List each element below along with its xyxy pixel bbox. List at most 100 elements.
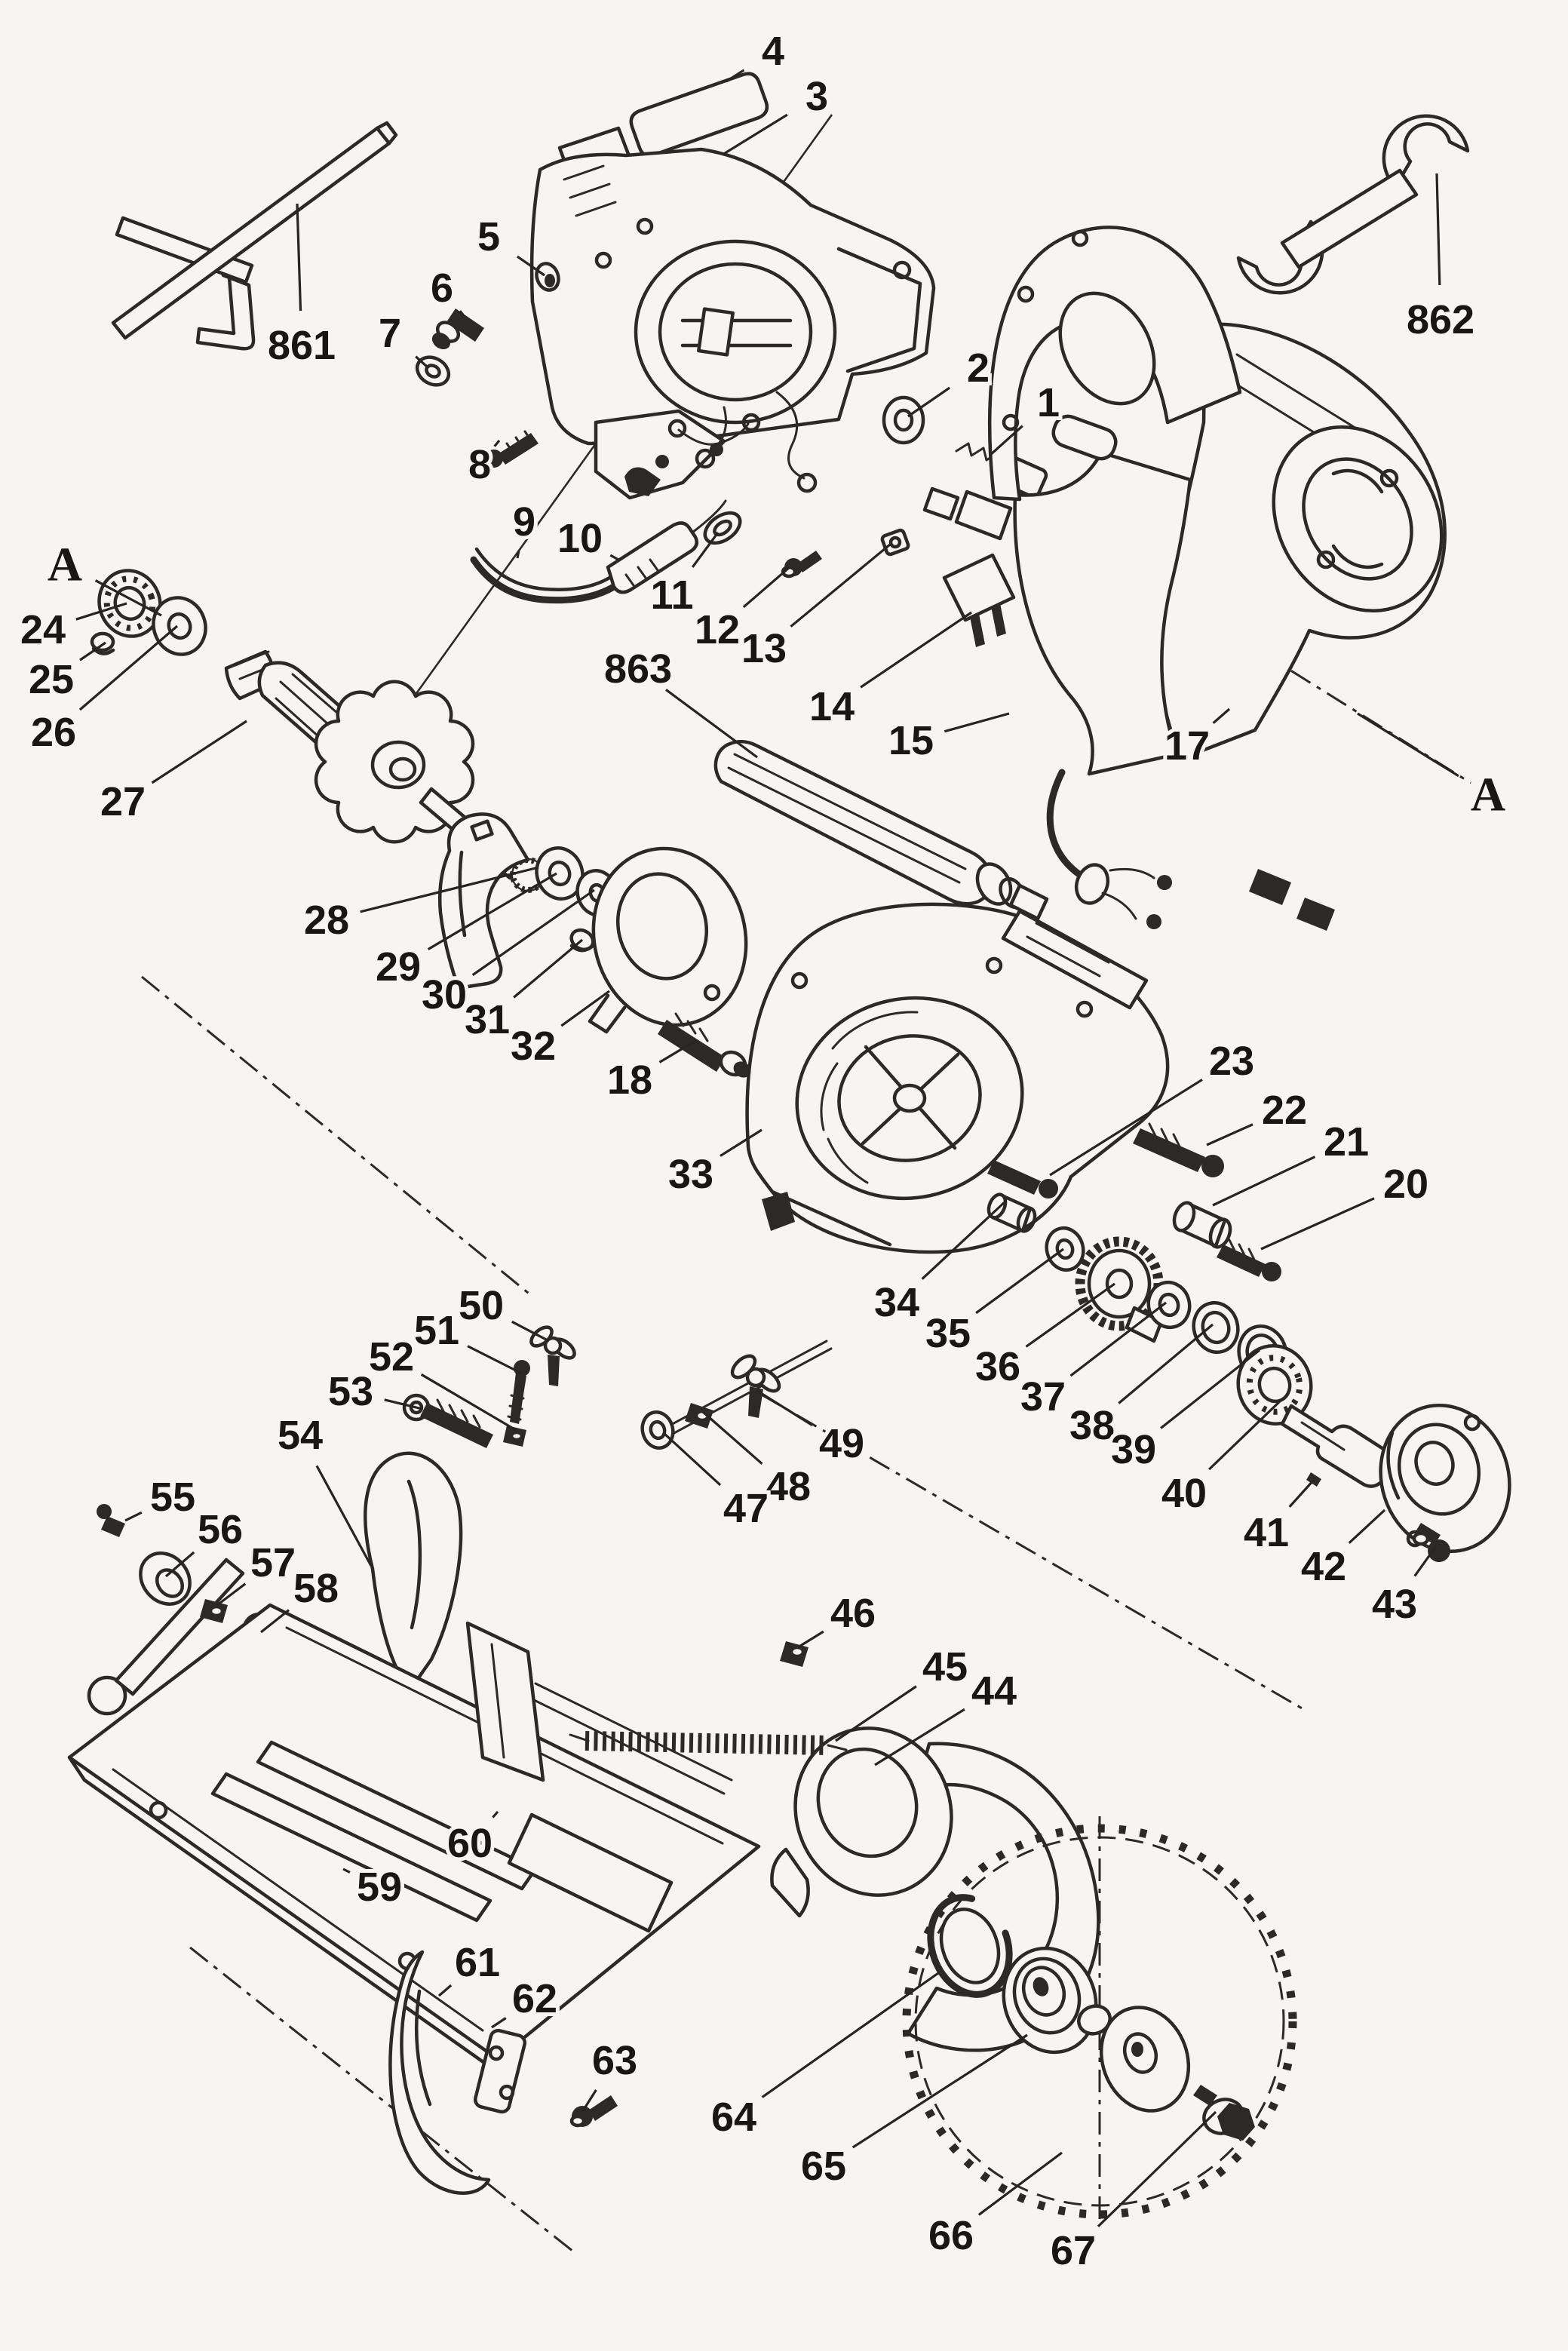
part-label-42: 42 <box>1301 1544 1346 1589</box>
part-label-22: 22 <box>1262 1088 1307 1133</box>
section-marker-A: A <box>1471 768 1505 821</box>
leader-line-4 <box>726 69 745 83</box>
brush-holder-drawing <box>922 442 1048 541</box>
leader-line-32 <box>560 990 610 1027</box>
part-label-17: 17 <box>1164 723 1210 769</box>
part-label-3: 3 <box>805 74 828 119</box>
part-label-6: 6 <box>431 265 453 311</box>
part-label-9: 9 <box>513 499 535 545</box>
part-label-66: 66 <box>928 2213 974 2258</box>
leader-line-863 <box>665 689 758 759</box>
part-label-55: 55 <box>150 1475 195 1520</box>
leader-line-31 <box>513 938 584 999</box>
part-label-11: 11 <box>650 572 693 618</box>
leader-line-28 <box>360 866 539 913</box>
leader-line-53 <box>384 1398 423 1410</box>
leader-line-18 <box>658 1039 696 1063</box>
leader-line-21 <box>1212 1156 1316 1207</box>
leader-line-2 <box>907 386 951 418</box>
leader-line-43 <box>1413 1545 1438 1577</box>
open-end-wrench-drawing <box>1236 114 1470 295</box>
leader-line-22 <box>1206 1123 1253 1146</box>
leader-line-12 <box>742 566 791 609</box>
front-handle-drawing <box>713 740 1049 921</box>
leader-line-67 <box>1097 2110 1217 2228</box>
leader-line-41 <box>1288 1478 1315 1508</box>
part-label-21: 21 <box>1324 1119 1369 1165</box>
leader-line-55 <box>124 1511 143 1522</box>
part-label-47: 47 <box>723 1486 769 1531</box>
leader-line-26 <box>78 625 179 711</box>
cord-assembly-drawing <box>470 413 910 604</box>
leader-line-51 <box>467 1345 521 1374</box>
leader-line-9 <box>516 550 520 559</box>
leader-line-A <box>94 579 162 617</box>
upper-guard-housing-drawing <box>745 902 1170 1254</box>
part-label-57: 57 <box>250 1540 296 1585</box>
leader-line-65 <box>852 2033 1028 2149</box>
part-label-27: 27 <box>100 779 146 824</box>
part-label-23: 23 <box>1209 1039 1254 1084</box>
part-label-49: 49 <box>819 1421 864 1466</box>
leader-line-17 <box>1212 707 1231 724</box>
leader-line-37 <box>1069 1301 1167 1377</box>
motor-housing-drawing <box>529 147 936 500</box>
part-label-15: 15 <box>888 718 934 763</box>
leader-line-27 <box>151 720 247 784</box>
leader-line-66 <box>977 2151 1063 2216</box>
part-label-50: 50 <box>459 1283 504 1328</box>
part-label-67: 67 <box>1051 2228 1096 2273</box>
part-label-13: 13 <box>741 626 787 671</box>
leader-line-A <box>1357 712 1459 778</box>
leader-line-15 <box>944 712 1010 733</box>
part-label-37: 37 <box>1020 1374 1066 1420</box>
part-label-54: 54 <box>278 1413 323 1458</box>
part-label-38: 38 <box>1069 1403 1115 1448</box>
part-label-52: 52 <box>369 1334 414 1380</box>
part-label-14: 14 <box>809 684 855 729</box>
part-label-28: 28 <box>304 898 349 943</box>
hex-wrench-drawing <box>111 121 398 351</box>
part-label-20: 20 <box>1383 1162 1428 1207</box>
leader-line-23 <box>1049 1079 1203 1177</box>
part-label-61: 61 <box>455 1940 500 1985</box>
part-label-1: 1 <box>1037 380 1060 425</box>
part-label-12: 12 <box>695 607 740 652</box>
leader-line-42 <box>1348 1509 1386 1544</box>
part-label-63: 63 <box>592 2038 637 2083</box>
part-label-43: 43 <box>1372 1582 1417 1627</box>
leader-line-56 <box>164 1551 195 1578</box>
leader-line-59 <box>342 1868 351 1874</box>
leader-line-52 <box>420 1373 517 1432</box>
part-label-29: 29 <box>376 944 421 990</box>
pivot-bracket-drawing <box>437 812 530 990</box>
leader-line-45 <box>835 1685 917 1742</box>
part-label-33: 33 <box>668 1152 713 1197</box>
part-label-863: 863 <box>604 646 672 692</box>
part-label-58: 58 <box>293 1566 339 1611</box>
leader-line-44 <box>874 1708 965 1766</box>
leader-line-25 <box>79 641 106 661</box>
leader-line-62 <box>491 2017 507 2029</box>
leader-line-34 <box>921 1199 1008 1280</box>
part-label-51: 51 <box>414 1308 459 1353</box>
part-label-8: 8 <box>468 442 491 487</box>
leader-line-54 <box>315 1465 373 1567</box>
part-label-24: 24 <box>20 607 66 652</box>
part-label-18: 18 <box>607 1057 652 1103</box>
part-label-45: 45 <box>922 1644 968 1690</box>
leader-line-60 <box>492 1810 499 1818</box>
leader-line-49 <box>756 1389 813 1426</box>
part-label-10: 10 <box>557 516 603 561</box>
part-label-26: 26 <box>31 710 76 755</box>
leader-line-20 <box>1260 1197 1375 1251</box>
part-label-31: 31 <box>465 997 510 1042</box>
leader-line-8 <box>493 439 501 447</box>
part-label-56: 56 <box>198 1507 243 1552</box>
part-label-7: 7 <box>379 311 401 356</box>
part-label-35: 35 <box>925 1311 971 1356</box>
leader-line-38 <box>1118 1323 1214 1404</box>
part-label-39: 39 <box>1111 1427 1156 1472</box>
